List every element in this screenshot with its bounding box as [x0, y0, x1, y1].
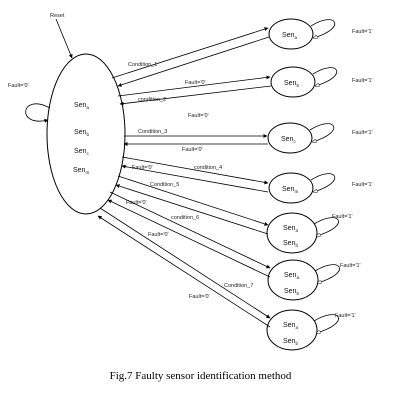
fault-state-3-loop: [309, 123, 335, 142]
fault-state-2-loop-label: Fault='1': [352, 78, 373, 84]
main-sensor-a: Sena: [74, 102, 89, 110]
transition-6-return: [107, 199, 271, 278]
fault-state-5: [266, 212, 318, 254]
transition-4-return-label: Fault='0': [132, 165, 153, 171]
fault-state-4: [268, 172, 314, 204]
fault-state-5-line-1: Sena: [283, 225, 298, 233]
transition-5-return: [115, 184, 269, 235]
fault-state-5-loop-label: Fault='1': [332, 214, 353, 220]
transition-1-forward: [111, 27, 269, 79]
transition-3-condition: Condition_3: [138, 129, 167, 135]
fault-state-1-line-1: Sena: [282, 32, 297, 40]
fault-state-3-line-1: Senc: [281, 136, 296, 144]
main-sensor-c: Senc: [74, 148, 89, 156]
fault-state-7-line-2: Senb: [283, 338, 298, 346]
fault-state-1-loop: [310, 19, 336, 38]
reset-arrow: [55, 18, 73, 59]
transition-1-condition: Condition_1: [128, 62, 157, 68]
transition-4-return: [121, 164, 269, 193]
fault-state-2-loop: [312, 67, 338, 86]
transition-7-forward: [99, 207, 271, 319]
transition-6-condition: condition_6: [171, 215, 199, 221]
transition-2-return-label: Fault='0': [188, 113, 209, 119]
transition-2-forward: [117, 75, 271, 97]
fault-state-2: [270, 66, 316, 98]
fault-state-5-line-2: Senb: [283, 240, 298, 248]
transition-2-condition: condition_2: [138, 97, 166, 103]
transition-6-return-label: Fault='0': [148, 232, 169, 238]
fault-state-4-loop-label: Fault='1': [352, 182, 373, 188]
fault-state-1: [268, 18, 314, 50]
transition-6-forward: [109, 191, 271, 269]
fault-state-1-loop-label: Fault='1': [352, 29, 373, 35]
main-self-loop-label: Fault='0': [8, 83, 29, 89]
transition-7-return-label: Fault='0': [189, 294, 210, 300]
main-sensor-b: Senb: [74, 129, 89, 137]
main-sensor-m: Senm: [73, 167, 89, 175]
fault-state-5-loop: [313, 217, 339, 236]
main-state: [46, 53, 126, 215]
transition-4-forward: [121, 156, 269, 185]
fault-state-7-line-1: Sena: [283, 322, 298, 330]
fault-state-7-loop-label: Fault='1': [335, 313, 356, 319]
fault-state-2-line-1: Senb: [284, 80, 299, 88]
transition-3-return-label: Fault='0': [182, 147, 203, 153]
transition-4-condition: condition_4: [194, 165, 222, 171]
transition-5-forward: [117, 175, 269, 226]
figure-caption: Fig.7 Faulty sensor identification metho…: [109, 370, 292, 382]
transition-1-return-label: Fault='0': [185, 80, 206, 86]
transition-7-condition: Condition_7: [224, 283, 253, 289]
transition-2-return: [119, 85, 272, 106]
fault-state-6-loop-label: Fault='1': [340, 263, 361, 269]
transition-7-return: [97, 215, 271, 328]
fault-state-4-line-1: Senm: [282, 186, 298, 194]
fault-state-6-loop: [314, 264, 340, 283]
fault-state-3-loop-label: Fault='1': [352, 130, 373, 136]
transition-1-return: [117, 36, 270, 87]
transition-5-return-label: Fault='0': [126, 200, 147, 206]
main-self-loop: [25, 103, 51, 123]
fault-state-3: [267, 122, 313, 154]
reset-label: Reset: [50, 13, 65, 19]
transition-5-condition: Condition_5: [150, 182, 179, 188]
fault-state-6-line-2: Senb: [284, 288, 299, 296]
fault-state-7-loop: [313, 314, 339, 333]
fault-state-4-loop: [310, 173, 336, 192]
fault-state-6-line-1: Sena: [284, 272, 299, 280]
